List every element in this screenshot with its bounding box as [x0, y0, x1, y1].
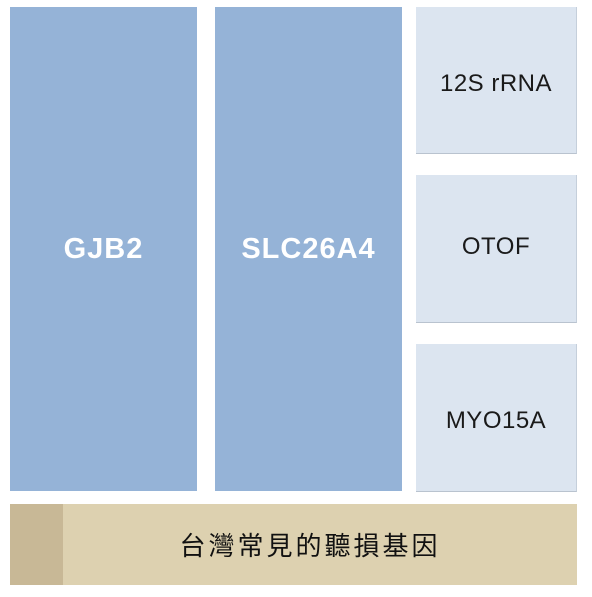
tile-myo15a: MYO15A — [416, 344, 577, 492]
banner-accent-block — [10, 504, 63, 585]
tile-otof: OTOF — [416, 175, 577, 323]
tile-myo15a-label: MYO15A — [445, 406, 547, 434]
tile-slc26a4-label: SLC26A4 — [241, 232, 376, 265]
tile-slc26a4: SLC26A4 — [215, 7, 402, 491]
caption-banner: 台灣常見的聽損基因 — [10, 504, 577, 585]
tile-otof-label: OTOF — [461, 232, 531, 260]
banner-title: 台灣常見的聽損基因 — [179, 532, 441, 562]
tile-12s-rrna: 12S rRNA — [416, 7, 577, 154]
tile-gjb2-label: GJB2 — [63, 232, 144, 265]
tile-gjb2: GJB2 — [10, 7, 197, 491]
tile-12s-rrna-label: 12S rRNA — [439, 70, 553, 97]
